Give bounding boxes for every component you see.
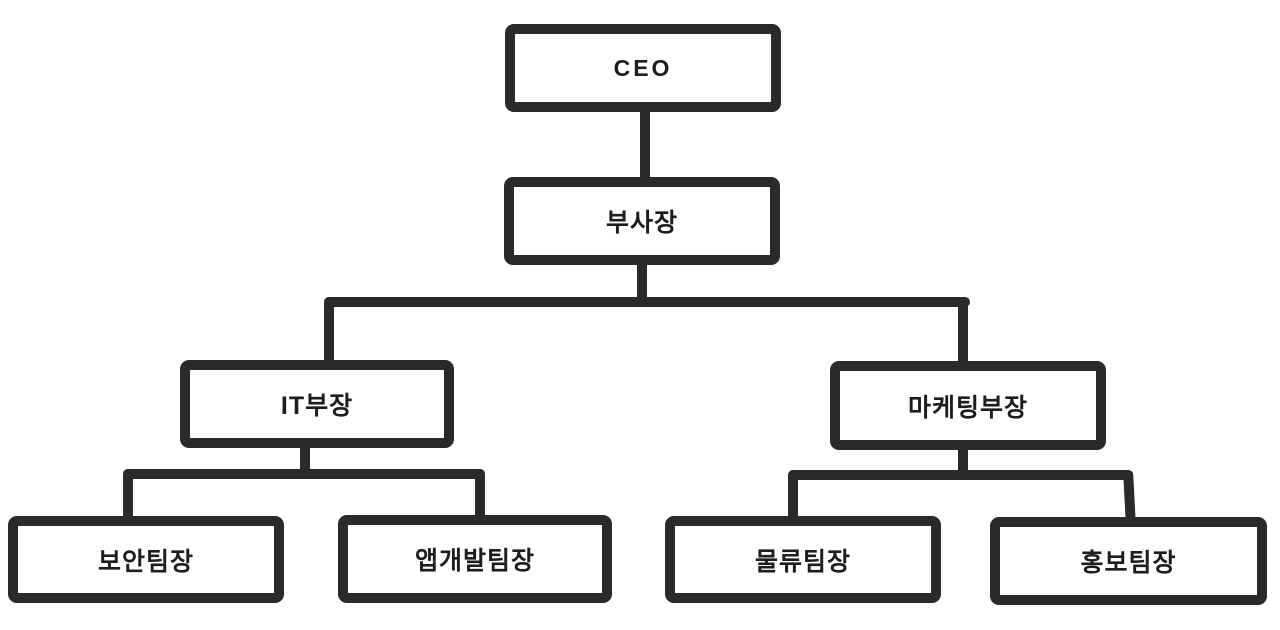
edge-drop-to-app-dev-team-lead [475, 469, 485, 519]
org-node-marketing-manager-label: 마케팅부장 [907, 393, 1028, 422]
edge-vice-president-rail [324, 297, 970, 307]
org-node-security-team-lead: 보안팀장 [8, 516, 284, 603]
org-node-marketing-manager: 마케팅부장 [830, 361, 1106, 450]
edge-drop-to-marketing-manager [958, 297, 968, 366]
edge-ceo-to-vice-president [640, 105, 650, 183]
org-node-it-manager: IT부장 [180, 360, 454, 448]
org-node-vice-president-label: 부사장 [605, 209, 678, 237]
org-node-app-dev-team-lead: 앱개발팀장 [338, 515, 612, 603]
org-node-ceo-label: CEO [613, 54, 673, 81]
edge-drop-to-it-manager [324, 297, 334, 365]
edge-drop-to-security-team-lead [123, 469, 133, 520]
org-node-it-manager-label: IT부장 [280, 392, 354, 420]
org-node-ceo: CEO [505, 24, 781, 112]
edge-drop-to-logistics-team-lead [788, 470, 798, 520]
org-node-pr-team-lead: 홍보팀장 [990, 517, 1267, 605]
org-node-vice-president: 부사장 [504, 177, 780, 265]
edge-drop-to-pr-team-lead [1123, 469, 1136, 522]
edge-vice-president-stem [637, 260, 647, 307]
edge-marketing-manager-stem [958, 445, 968, 478]
org-node-app-dev-team-lead-label: 앱개발팀장 [414, 547, 535, 575]
edge-it-manager-stem [300, 443, 310, 479]
edge-marketing-manager-rail [788, 470, 1132, 480]
org-node-logistics-team-lead-label: 물류팀장 [754, 547, 851, 576]
org-node-security-team-lead-label: 보안팀장 [97, 547, 194, 576]
edge-it-manager-rail [123, 469, 485, 479]
org-node-logistics-team-lead: 물류팀장 [665, 516, 941, 603]
org-node-pr-team-lead-label: 홍보팀장 [1080, 549, 1177, 577]
